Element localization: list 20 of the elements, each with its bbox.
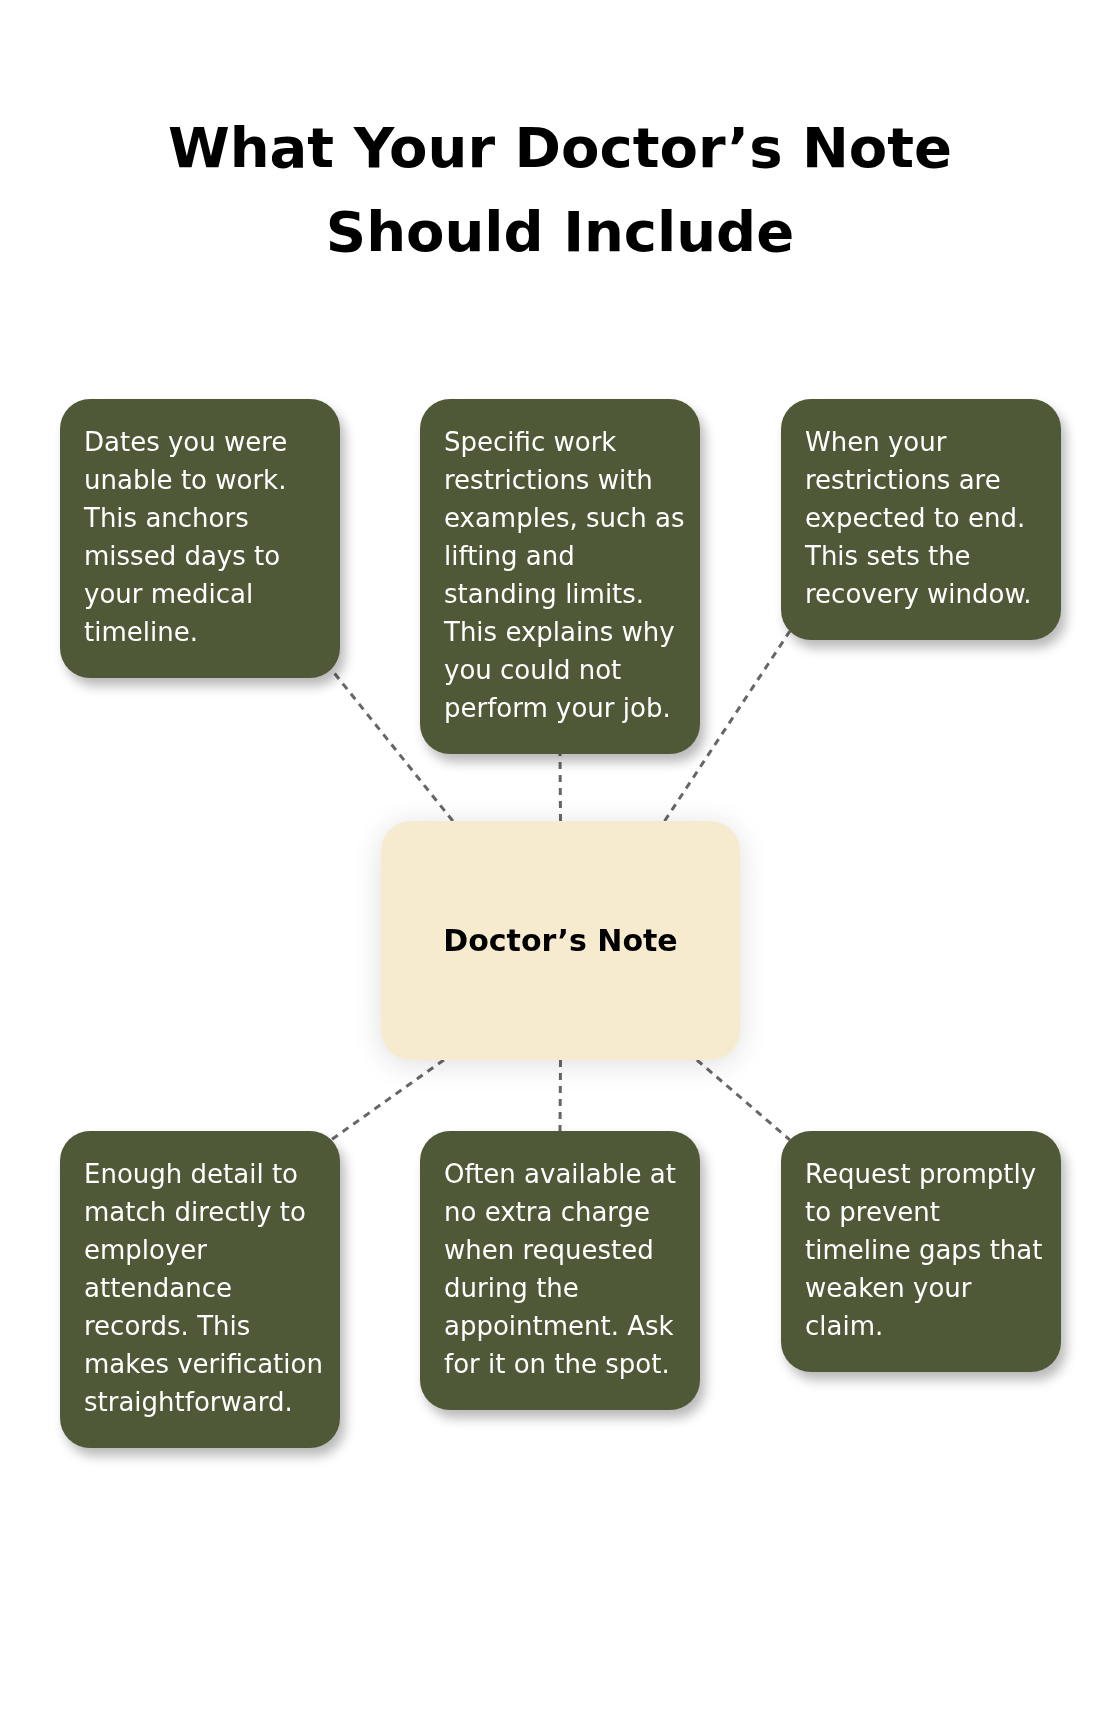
card-text: Specific work restrictions with examples, such as lifting and standing limits. This explains why you could not perform your job. — [444, 426, 686, 725]
card-text: Enough detail to match directly to employer attendance records. This makes verification straightforward. — [84, 1158, 324, 1419]
dashed-connector — [558, 754, 562, 821]
dashed-connector — [330, 1058, 445, 1141]
dashed-connector — [558, 1060, 562, 1131]
title: What Your Doctor’s Note Should Include — [166, 114, 954, 266]
info-card — [60, 1131, 340, 1448]
card-text: Request promptly to prevent timeline gaps that weaken your claim. — [805, 1158, 1044, 1343]
info-card — [781, 399, 1061, 640]
dashed-connector — [663, 630, 792, 822]
info-card — [781, 1131, 1061, 1372]
info-card — [420, 399, 700, 754]
dashed-connector — [695, 1058, 791, 1141]
info-card — [60, 399, 340, 678]
card-text: Dates you were unable to work. This anchors missed days to your medical timeline. — [84, 426, 289, 649]
center-card — [381, 821, 740, 1060]
card-heading: Doctor’s Note — [443, 921, 678, 960]
card-text: When your restrictions are expected to end. This sets the recovery window. — [805, 426, 1033, 611]
card-text: Often available at no extra charge when requested during the appointment. Ask for it on the spot. — [444, 1158, 677, 1381]
info-card — [420, 1131, 700, 1410]
